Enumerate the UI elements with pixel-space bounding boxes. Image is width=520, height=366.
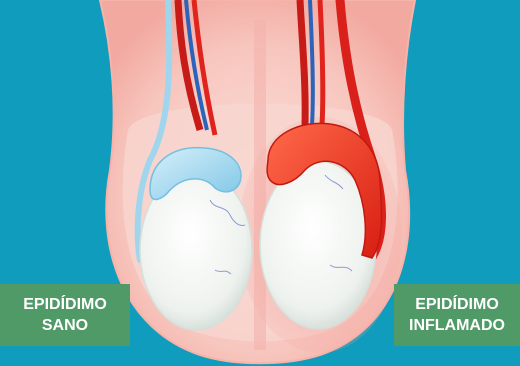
inflamed-epididymis-label: EPIDÍDIMO INFLAMADO [394, 284, 520, 346]
healthy-epididymis-label: EPIDÍDIMO SANO [0, 284, 130, 346]
